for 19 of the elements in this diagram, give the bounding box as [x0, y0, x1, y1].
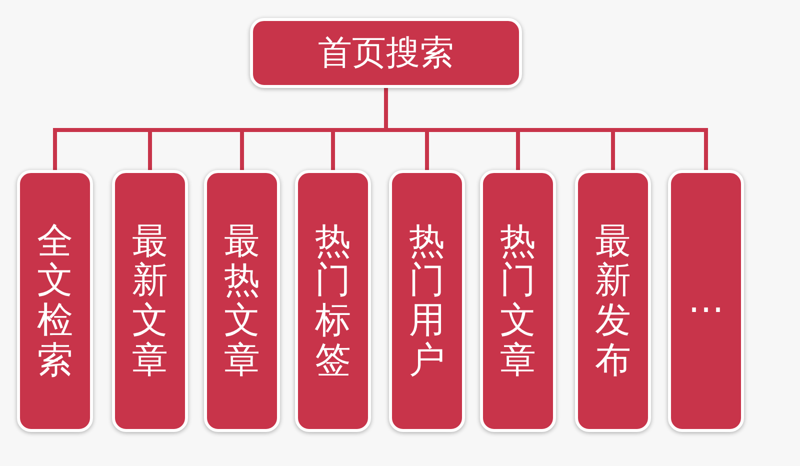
- node-label: 最新发布: [595, 222, 631, 380]
- category-box: [389, 170, 465, 432]
- category-box: [204, 170, 280, 432]
- connector-line: [384, 88, 708, 170]
- node-label: 热门标签: [315, 222, 351, 380]
- node-label: 首页搜索: [318, 32, 454, 75]
- category-box: [295, 170, 371, 432]
- node-label: 最新文章: [132, 222, 168, 380]
- node-label: 热门用户: [409, 222, 445, 380]
- node-label: …: [688, 281, 724, 321]
- category-box: [668, 170, 744, 432]
- category-box: [112, 170, 188, 432]
- category-box: [480, 170, 556, 432]
- node-label: 热门文章: [500, 222, 536, 380]
- node-label: 最热文章: [224, 222, 260, 380]
- node-label: 全文检索: [37, 222, 73, 380]
- category-box: [575, 170, 651, 432]
- root-box: [250, 18, 522, 88]
- category-box: [17, 170, 93, 432]
